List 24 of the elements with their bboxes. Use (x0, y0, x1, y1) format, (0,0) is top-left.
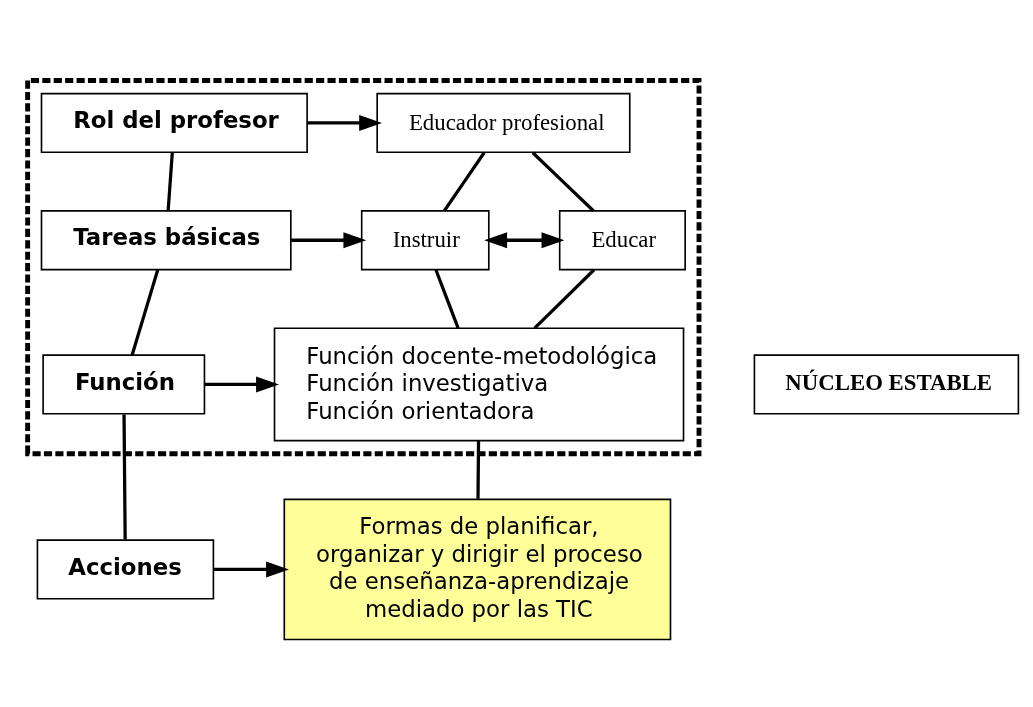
arrow (204, 376, 279, 393)
connector (130, 269, 160, 356)
arrow (214, 561, 289, 578)
node-box: Tareas básicas (40, 210, 292, 271)
node-box: Educador profesional (376, 92, 631, 154)
node-box: Formas de planificar, organizar y dirigir el proceso de enseñanza-aprendizaje mediado por las TIC (283, 498, 672, 641)
connector (533, 268, 596, 330)
connector (122, 414, 127, 540)
connector (434, 269, 460, 329)
connector (166, 152, 174, 211)
node-box: Función (42, 354, 206, 415)
node-box: NÚCLEO ESTABLE (753, 354, 1020, 415)
connector (531, 151, 595, 212)
arrow (307, 114, 382, 131)
node-box: Rol del profesor (40, 92, 308, 154)
node-box: Acciones (36, 539, 215, 600)
arrow (484, 232, 565, 249)
node-box: Educar (558, 210, 686, 271)
node-box: Instruir (360, 210, 490, 271)
node-box: Función docente-metodológica Función investigativa Función orientadora (273, 327, 685, 442)
arrow (291, 232, 367, 249)
connector (443, 151, 486, 212)
connector (476, 441, 481, 499)
cluster (25, 78, 702, 457)
